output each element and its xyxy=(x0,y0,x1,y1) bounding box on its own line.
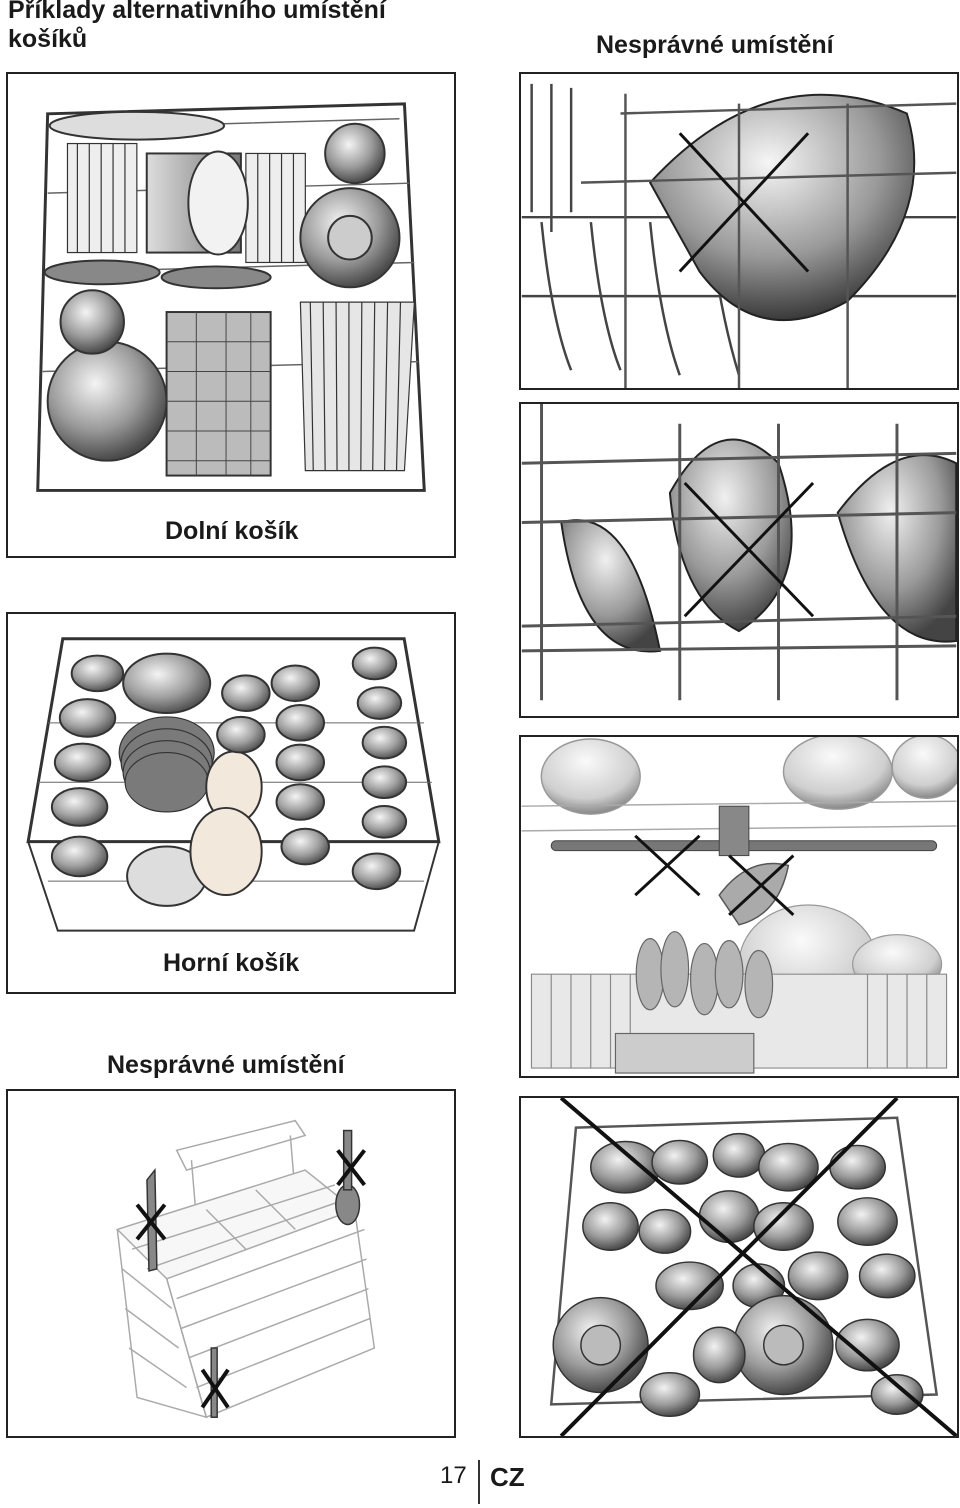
incorrect-placement-label-bottom: Nesprávné umístění xyxy=(107,1051,345,1079)
page-title: Příklady alternativního umístění košíků xyxy=(8,0,386,53)
footer-divider xyxy=(478,1460,480,1504)
incorrect-placement-label-top: Nesprávné umístění xyxy=(596,31,834,59)
spray-arm-blocked-illustration xyxy=(521,737,957,1074)
upper-basket-loaded-illustration xyxy=(26,637,441,932)
cutlery-basket-incorrect-figure xyxy=(6,1089,456,1438)
incorrect-bowls-figure xyxy=(519,402,959,718)
lower-basket-label: Dolní košík xyxy=(165,517,299,545)
lower-basket-figure xyxy=(6,72,456,558)
bowl-incorrect-illustration xyxy=(521,83,957,388)
language-code: CZ xyxy=(490,1462,525,1492)
spray-arm-blocked-figure xyxy=(519,735,959,1078)
page-number: 17 xyxy=(440,1462,467,1489)
lower-basket-loaded-illustration xyxy=(36,102,426,492)
upper-basket-label: Horní košík xyxy=(163,949,300,977)
overloaded-basket-figure xyxy=(519,1096,959,1438)
cutlery-basket-incorrect-illustration xyxy=(115,1119,376,1419)
upper-basket-figure xyxy=(6,612,456,994)
overloaded-basket-illustration xyxy=(549,1098,957,1436)
bowls-incorrect-illustration xyxy=(521,404,957,701)
incorrect-bowl-figure xyxy=(519,72,959,390)
